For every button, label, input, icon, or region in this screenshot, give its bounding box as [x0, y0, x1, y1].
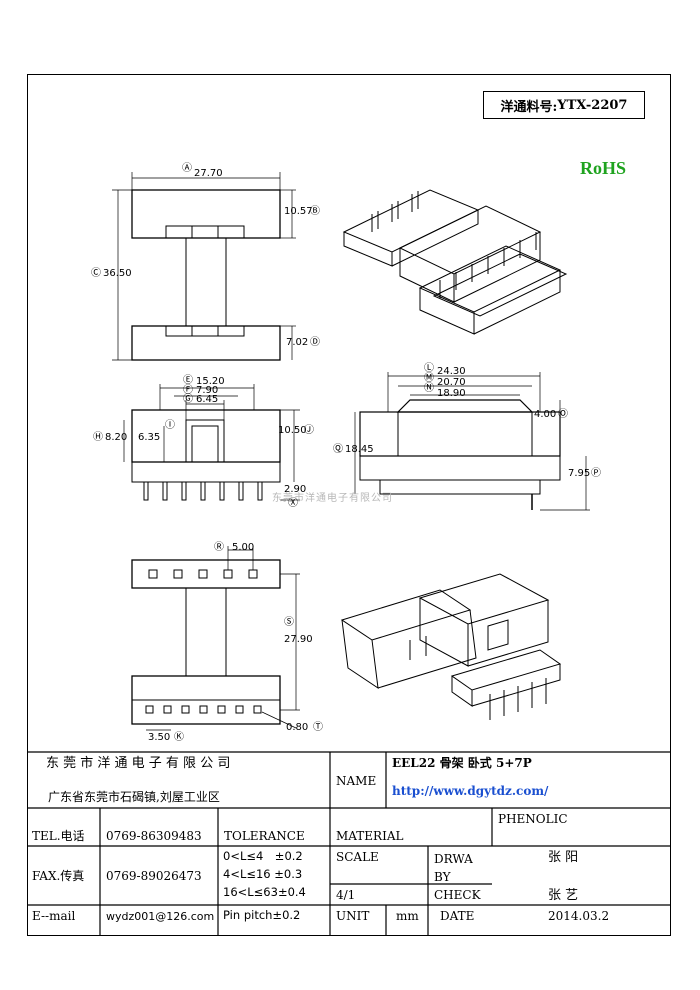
- company-name: 东 莞 市 洋 通 电 子 有 限 公 司: [46, 756, 231, 771]
- dim-side-pin: 7.95: [568, 468, 591, 479]
- rohs-mark: RoHS: [580, 158, 627, 178]
- tolerance-row-2: 4<L≤16 ±0.3: [223, 867, 303, 881]
- drawn-by-value: 张 阳: [548, 850, 579, 865]
- marker-t: Ⓣ: [313, 722, 323, 733]
- tel-value: 0769-86309483: [106, 829, 202, 843]
- marker-i: Ⓘ: [165, 420, 175, 431]
- date-value: 2014.03.2: [548, 909, 610, 923]
- dim-core-width: 6.45: [196, 394, 219, 405]
- dim-top-height: 10.57: [284, 206, 313, 217]
- marker-n: Ⓝ: [424, 383, 434, 394]
- tel-label: TEL.电话: [32, 829, 85, 843]
- dim-pitch-top: 5.00: [232, 542, 255, 553]
- marker-m: Ⓜ: [424, 373, 434, 384]
- bottom-pin-holes: [132, 699, 280, 714]
- drawn-by-label: DRWA BY: [434, 852, 473, 884]
- name-label: NAME: [336, 774, 377, 788]
- marker-l: Ⓛ: [424, 363, 434, 374]
- unit-value: mm: [396, 909, 419, 923]
- company-address: 广东省东莞市石碣镇,刘屋工业区: [48, 790, 220, 804]
- marker-s: Ⓢ: [284, 617, 294, 628]
- marker-k: Ⓚ: [174, 732, 184, 743]
- dim-pin-dia: 0.80: [286, 722, 309, 733]
- iso-bottom-pins: [409, 636, 547, 720]
- tolerance-row-3: 16<L≤63±0.4: [223, 885, 306, 899]
- marker-j: Ⓙ: [304, 425, 314, 436]
- iso-top-pins: [371, 191, 537, 298]
- dim-window-width: 7.90: [196, 385, 219, 396]
- dim-overall-length: 36.50: [103, 268, 132, 279]
- dim-pin-pitch: 3.50: [148, 732, 171, 743]
- top-pin-holes: [148, 569, 258, 579]
- watermark-text: 东莞市洋通电子有限公司: [272, 493, 393, 504]
- company-url[interactable]: http://www.dgytdz.com/: [392, 784, 549, 798]
- dim-side-step: 4.00: [534, 409, 557, 420]
- top-view: [112, 172, 296, 361]
- dim-pin-span: 27.90: [284, 634, 313, 645]
- marker-p: Ⓟ: [591, 468, 601, 479]
- iso-view-bottom: [340, 573, 562, 720]
- iso-view-top: [342, 189, 568, 335]
- tolerance-label: TOLERANCE: [224, 829, 305, 843]
- marker-d: Ⓓ: [310, 337, 320, 348]
- material-label: MATERIAL: [336, 829, 404, 843]
- marker-r: Ⓡ: [214, 542, 224, 553]
- dim-side-w1: 24.30: [437, 366, 466, 377]
- part-number-box: 洋通料号: YTX-2207: [483, 91, 645, 119]
- dim-front-height: 6.35: [138, 432, 161, 443]
- scale-label: SCALE: [336, 850, 379, 864]
- marker-b: Ⓑ: [310, 206, 320, 217]
- dim-front-total-height: 8.20: [105, 432, 128, 443]
- email-value: wydz001@126.com: [106, 910, 215, 923]
- marker-a: Ⓐ: [182, 163, 192, 174]
- dim-side-w2: 20.70: [437, 377, 466, 388]
- side-view: [354, 372, 590, 511]
- fax-label: FAX.传真: [32, 869, 85, 883]
- part-number-label: 洋通料号:: [500, 99, 558, 115]
- dim-front-width: 15.20: [196, 376, 225, 387]
- dim-pin-length: 2.90: [284, 484, 307, 495]
- scale-value: 4/1: [336, 888, 356, 902]
- dim-side-w3: 18.90: [437, 388, 466, 399]
- front-view: [123, 384, 300, 501]
- dim-bottom-height: 7.02: [286, 337, 309, 348]
- marker-o: Ⓞ: [558, 409, 568, 420]
- tolerance-row-4: Pin pitch±0.2: [223, 908, 301, 922]
- drawing-frame: [27, 74, 671, 936]
- name-value: EEL22 骨架 卧式 5+7P: [392, 756, 532, 770]
- tolerance-row-1: 0<L≤4 ±0.2: [223, 849, 303, 863]
- material-value: PHENOLIC: [498, 812, 568, 826]
- unit-label: UNIT: [336, 909, 370, 923]
- fax-value: 0769-89026473: [106, 869, 202, 883]
- email-label: E--mail: [32, 909, 76, 923]
- title-block-grid: [27, 751, 671, 936]
- marker-q: Ⓠ: [333, 444, 343, 455]
- check-label: CHECK: [434, 888, 481, 902]
- dim-side-height: 18.45: [345, 444, 374, 455]
- check-value: 张 艺: [548, 888, 579, 903]
- marker-g: Ⓖ: [183, 394, 193, 405]
- date-label: DATE: [440, 909, 475, 923]
- dim-front-right-height: 10.50: [278, 425, 307, 436]
- bottom-view: [131, 546, 300, 731]
- marker-h: Ⓗ: [93, 432, 103, 443]
- marker-c: Ⓒ: [91, 268, 101, 279]
- part-number-value: YTX-2207: [557, 97, 628, 113]
- marker-e: Ⓔ: [183, 375, 193, 386]
- front-pins: [143, 481, 263, 501]
- marker-f: Ⓕ: [183, 385, 193, 396]
- marker-x: Ⓧ: [288, 498, 298, 509]
- dim-top-width: 27.70: [194, 168, 223, 179]
